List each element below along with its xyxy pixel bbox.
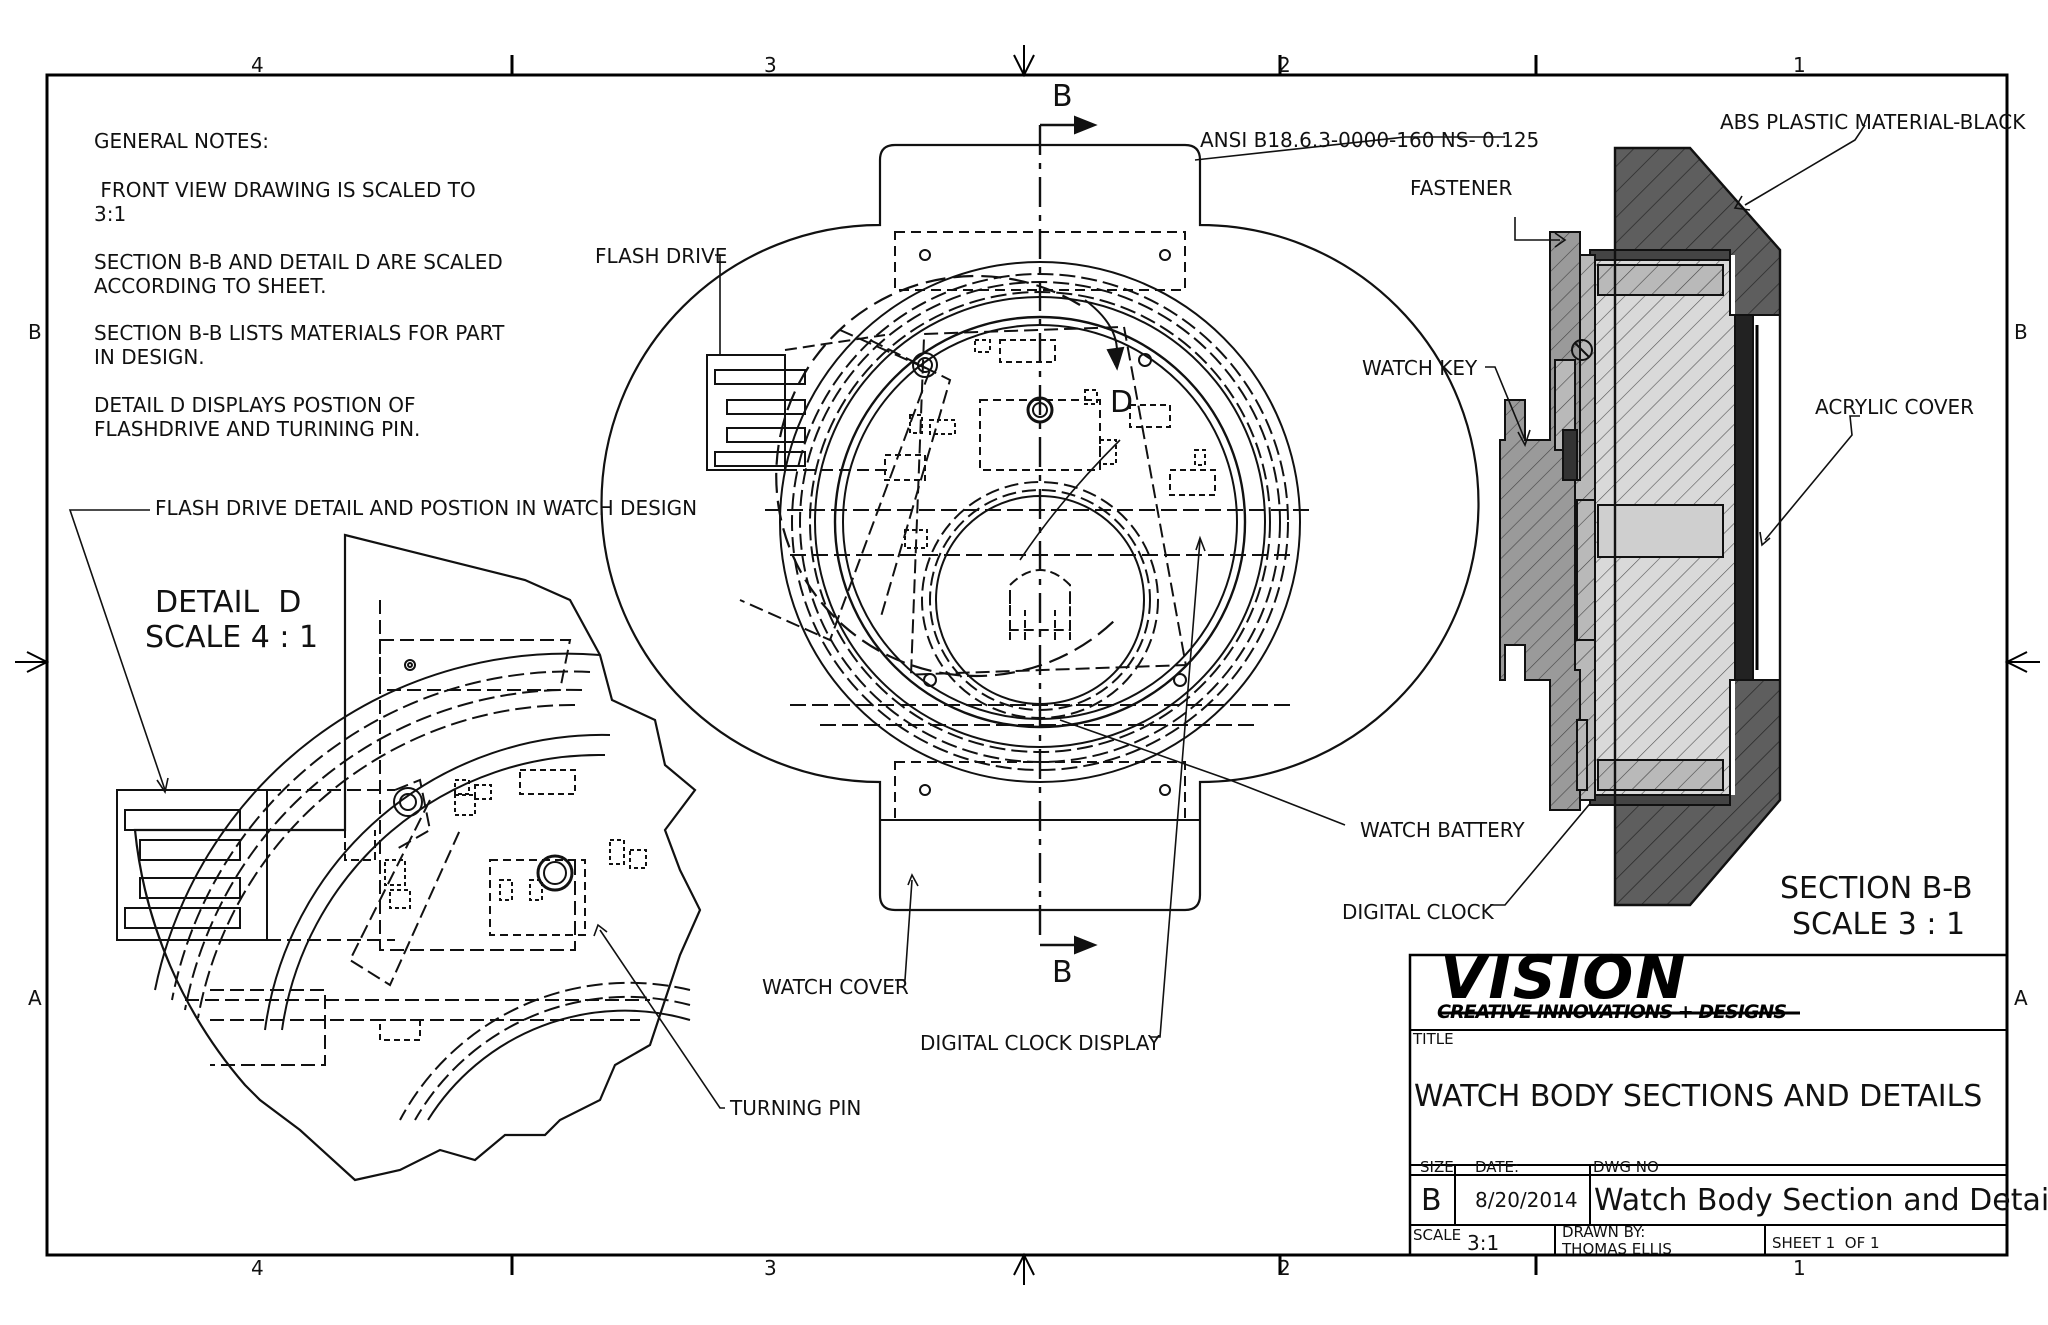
detail-d-scale: SCALE 4 : 1 [145, 620, 319, 655]
section-b-b [1499, 146, 1782, 907]
vision-tagline: CREATIVE INNOVATIONS + DESIGNS [1437, 1001, 1787, 1023]
callout-ansi-fastener-spec: ANSI B18.6.3-0000-160 NS- 0.125 [1200, 128, 1540, 152]
sheet-border [15, 45, 2040, 1285]
section-b-b-title: SECTION B-B [1780, 871, 1973, 906]
zone-right-b: B [2014, 320, 2028, 344]
drawn-by-value: THOMAS ELLIS [1562, 1242, 1672, 1255]
callout-watch-key: WATCH KEY [1362, 356, 1478, 380]
callout-digital-clock: DIGITAL CLOCK [1342, 900, 1494, 924]
callout-fastener: FASTENER [1410, 176, 1513, 200]
zone-bottom-3: 3 [764, 1256, 777, 1280]
sheet-number: SHEET 1 OF 1 [1772, 1234, 1880, 1252]
zone-bottom-4: 4 [251, 1256, 264, 1280]
detail-d-view [116, 533, 702, 1182]
section-leaders [1485, 124, 1866, 547]
zone-bottom-1: 1 [1793, 1256, 1806, 1280]
note-4a: DETAIL D DISPLAYS POSTION OF [94, 393, 416, 417]
note-3b: IN DESIGN. [94, 345, 205, 369]
note-1b: 3:1 [94, 202, 127, 226]
detail-leaders [68, 509, 725, 1109]
callout-digital-clock-display: DIGITAL CLOCK DISPLAY [920, 1031, 1161, 1055]
section-label-top: B [1052, 79, 1073, 114]
front-view-leaders [715, 136, 1661, 1038]
date-label: DATE: [1475, 1158, 1520, 1176]
section-b-b-scale: SCALE 3 : 1 [1792, 907, 1966, 942]
size-label: SIZE [1420, 1158, 1454, 1176]
callout-flash-drive-detail: FLASH DRIVE DETAIL AND POSTION IN WATCH … [155, 496, 698, 520]
notes-heading: GENERAL NOTES: [94, 129, 269, 153]
zone-top-3: 3 [764, 53, 777, 77]
callout-flash-drive: FLASH DRIVE [595, 244, 728, 268]
callout-watch-battery: WATCH BATTERY [1360, 818, 1525, 842]
vision-logo: VISION [1440, 943, 1688, 1013]
title-block [1408, 953, 2009, 1257]
dwg-no-value: Watch Body Section and Detail [1594, 1183, 2048, 1218]
callout-watch-cover: WATCH COVER [762, 975, 909, 999]
drawing-title: WATCH BODY SECTIONS AND DETAILS [1414, 1079, 1983, 1114]
zone-top-4: 4 [251, 53, 264, 77]
callout-turning-pin: TURNING PIN [730, 1096, 862, 1120]
detail-letter-d: D [1110, 385, 1134, 420]
callout-acrylic-cover: ACRYLIC COVER [1815, 395, 1975, 419]
scale-value: 3:1 [1467, 1231, 1500, 1255]
note-1a: FRONT VIEW DRAWING IS SCALED TO [94, 178, 476, 202]
size-value: B [1421, 1183, 1442, 1218]
note-2b: ACCORDING TO SHEET. [94, 274, 327, 298]
date-value: 8/20/2014 [1475, 1188, 1578, 1212]
note-4b: FLASHDRIVE AND TURINING PIN. [94, 417, 421, 441]
zone-top-1: 1 [1793, 53, 1806, 77]
zone-left-a: A [28, 986, 42, 1010]
section-label-bottom: B [1052, 955, 1073, 990]
front-view [600, 115, 1480, 955]
zone-top-2: 2 [1278, 53, 1291, 77]
zone-right-a: A [2014, 986, 2028, 1010]
title-label: TITLE [1413, 1030, 1454, 1048]
zone-bottom-2: 2 [1278, 1256, 1291, 1280]
callout-abs-plastic: ABS PLASTIC MATERIAL-BLACK [1720, 110, 2026, 134]
scale-label: SCALE [1413, 1226, 1462, 1244]
note-3a: SECTION B-B LISTS MATERIALS FOR PART [94, 321, 505, 345]
dwg-no-label: DWG NO [1593, 1158, 1659, 1176]
zone-left-b: B [28, 320, 42, 344]
detail-d-title: DETAIL D [155, 585, 302, 620]
drawn-by-label: DRAWN BY: [1562, 1223, 1646, 1241]
note-2a: SECTION B-B AND DETAIL D ARE SCALED [94, 250, 503, 274]
